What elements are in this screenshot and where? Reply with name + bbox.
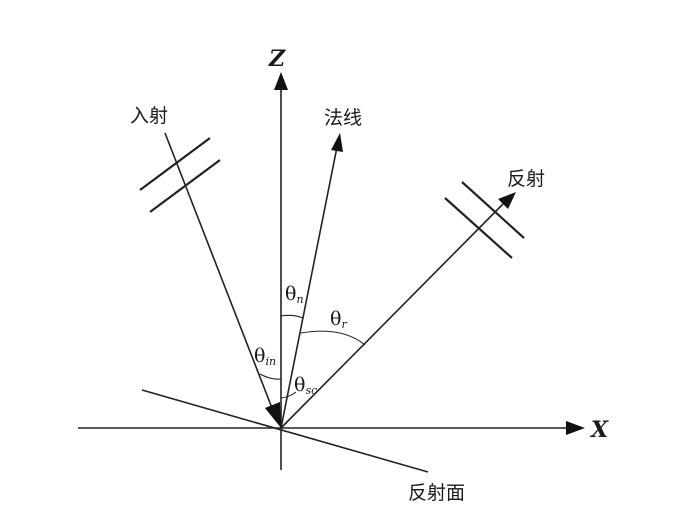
- theta-in-label: θin: [254, 345, 276, 368]
- x-axis-label: X: [589, 417, 609, 443]
- theta-in-arc: [259, 373, 282, 380]
- x-axis-arrowhead: [566, 421, 585, 435]
- reflected-ray-line: [280, 203, 504, 429]
- theta-n-label: θn: [285, 283, 304, 306]
- normal-arrowhead: [331, 133, 343, 152]
- incident-ray-arrowhead: [265, 402, 281, 428]
- surface-label: 反射面: [408, 482, 465, 504]
- reflected-wavefront-marks: [444, 181, 525, 259]
- z-axis-label: Z: [268, 46, 286, 72]
- z-axis-arrowhead: [274, 72, 288, 90]
- reflection-surface-line: [141, 389, 429, 473]
- theta-r-arc: [300, 330, 366, 346]
- theta-n-arc: [280, 314, 304, 319]
- normal-line: [280, 146, 338, 429]
- incident-ray-line: [164, 132, 273, 409]
- normal-label: 法线: [324, 107, 362, 129]
- theta-r-label: θr: [330, 308, 347, 331]
- incident-wavefront-marks: [139, 137, 221, 213]
- reflected-ray-arrowhead: [498, 192, 516, 209]
- incident-label: 入射: [130, 105, 168, 127]
- reflected-label: 反射: [507, 168, 545, 190]
- theta-sc-label: θsc: [294, 374, 317, 397]
- theta-sc-arc: [280, 391, 297, 399]
